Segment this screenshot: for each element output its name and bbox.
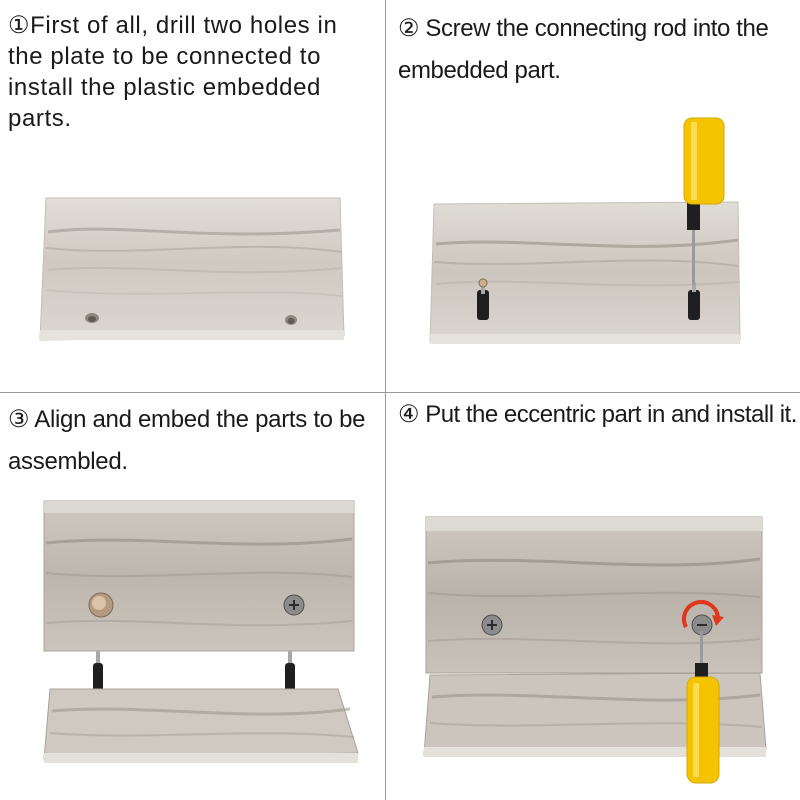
connecting-rod-left [477, 278, 489, 320]
upper-wood-panel [425, 516, 763, 674]
upper-wood-panel [43, 500, 355, 652]
wood-board [429, 201, 741, 344]
drilled-hole-right [285, 315, 297, 325]
step-1-text: First of all, drill two holes in the pla… [8, 12, 338, 132]
cam-lock-icon [283, 594, 305, 616]
step-3-text: Align and embed the parts to be assemble… [8, 406, 366, 475]
connecting-rod-right [285, 651, 295, 695]
step-1-panel: ①First of all, drill two holes in the pl… [0, 0, 385, 392]
rotation-arrow-icon [682, 600, 724, 628]
vertical-divider [385, 0, 386, 800]
horizontal-divider [0, 392, 800, 393]
step-4-text: Put the eccentric part in and install it… [425, 401, 797, 428]
wood-board [39, 197, 345, 341]
step-4-caption: ④ Put the eccentric part in and install … [398, 399, 798, 430]
drilled-hole-left [85, 313, 99, 323]
step-2-number: ② [398, 15, 420, 42]
step-4-illustration [423, 516, 767, 784]
step-2-illustration [429, 117, 741, 344]
connecting-rod-left [93, 651, 103, 695]
step-3-panel: ③ Align and embed the parts to be assemb… [0, 393, 385, 800]
step-2-panel: ② Screw the connecting rod into the embe… [386, 0, 800, 392]
cam-lock-icon [481, 614, 503, 636]
step-1-caption: ①First of all, drill two holes in the pl… [8, 10, 378, 134]
step-1-illustration [39, 197, 345, 341]
step-2-caption: ② Screw the connecting rod into the embe… [398, 8, 794, 92]
step-1-number: ① [8, 12, 31, 39]
step-4-number: ④ [398, 401, 420, 428]
step-3-caption: ③ Align and embed the parts to be assemb… [8, 399, 378, 483]
screwdriver-icon [686, 631, 720, 784]
connecting-rod-right [688, 282, 700, 320]
step-4-panel: ④ Put the eccentric part in and install … [386, 393, 800, 800]
screwdriver-icon [683, 117, 725, 285]
step-3-number: ③ [8, 406, 30, 433]
lower-wood-panel [43, 688, 359, 763]
step-3-illustration [43, 500, 359, 763]
step-2-text: Screw the connecting rod into the embedd… [398, 15, 769, 84]
